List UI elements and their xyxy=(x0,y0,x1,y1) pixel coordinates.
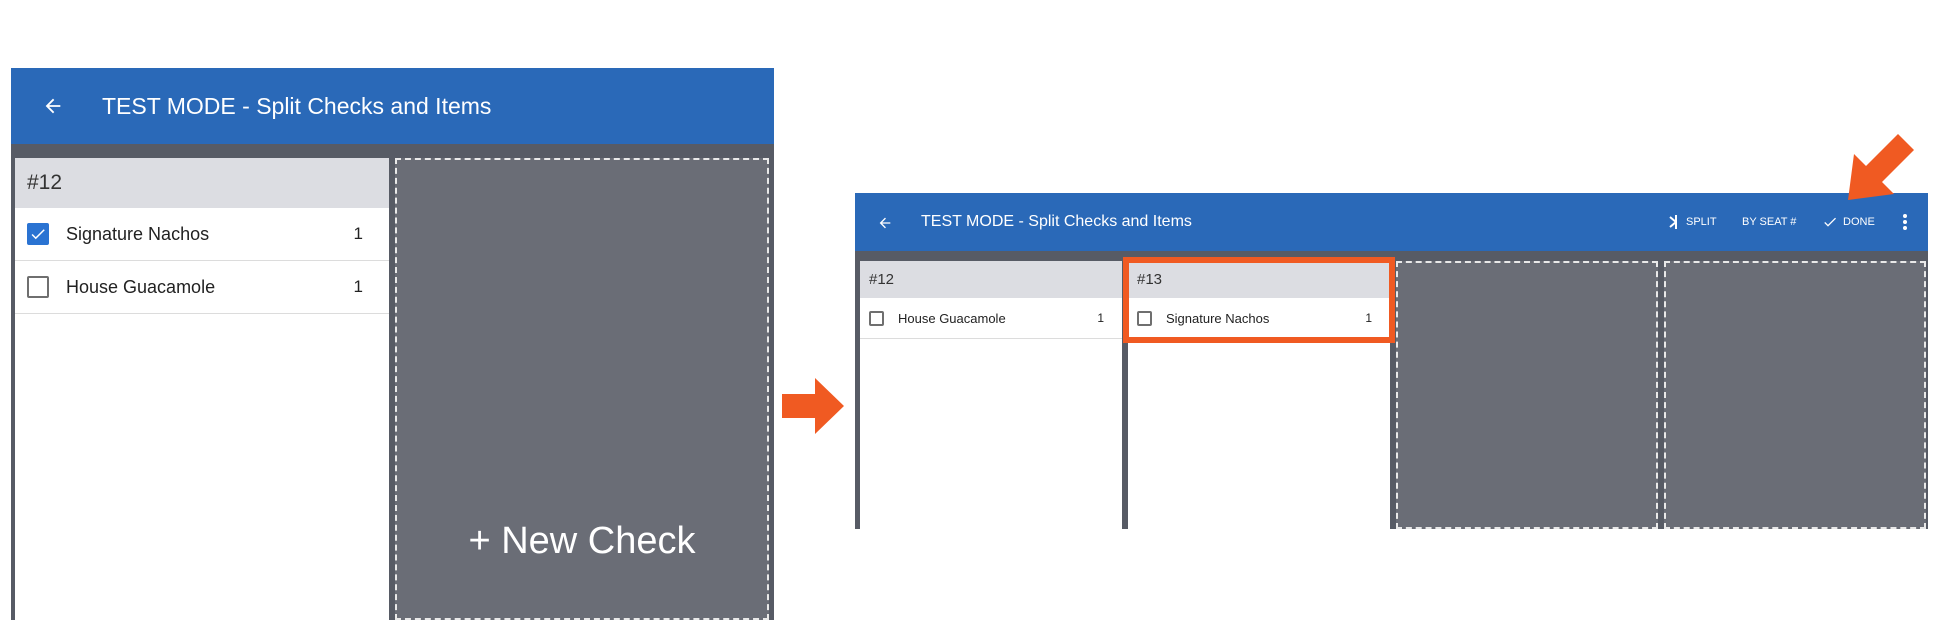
check-item[interactable]: House Guacamole 1 xyxy=(860,298,1122,339)
check-item[interactable]: Signature Nachos 1 xyxy=(1128,298,1390,339)
item-name: House Guacamole xyxy=(898,310,1006,326)
page-title: TEST MODE - Split Checks and Items xyxy=(102,92,492,119)
more-options-button[interactable] xyxy=(1898,212,1912,232)
item-name: Signature Nachos xyxy=(66,223,210,244)
checkbox-unchecked[interactable] xyxy=(1137,310,1152,326)
checkbox-unchecked[interactable] xyxy=(869,310,884,326)
new-check-drop-zone[interactable]: + New Check xyxy=(395,158,769,620)
arrow-right-icon xyxy=(782,378,844,434)
back-button[interactable] xyxy=(873,211,897,235)
app-bar: TEST MODE - Split Checks and Items SPLIT… xyxy=(855,193,1928,251)
split-icon xyxy=(1669,215,1677,229)
back-arrow-icon xyxy=(45,98,61,114)
by-seat-button[interactable]: BY SEAT # xyxy=(1742,213,1796,231)
check-column: #13 Signature Nachos 1 xyxy=(1128,261,1390,529)
item-name: House Guacamole xyxy=(66,276,216,297)
arrow-down-left-icon xyxy=(1848,134,1914,200)
highlight-box xyxy=(1123,257,1395,343)
by-seat-label: BY SEAT # xyxy=(1742,216,1797,228)
new-check-drop-zone[interactable] xyxy=(1664,261,1926,529)
split-screen-before: TEST MODE - Split Checks and Items #12 S… xyxy=(11,68,774,620)
back-button[interactable] xyxy=(37,90,69,122)
more-vert-icon xyxy=(1903,214,1907,230)
checkbox-checked[interactable] xyxy=(27,223,49,245)
check-number: #12 xyxy=(15,158,389,208)
check-item[interactable]: House Guacamole 1 xyxy=(15,261,389,314)
check-column: #12 Signature Nachos 1 House Guacamole 1 xyxy=(15,158,389,620)
check-column: #12 House Guacamole 1 xyxy=(860,261,1122,529)
item-name: Signature Nachos xyxy=(1166,310,1270,326)
item-quantity: 1 xyxy=(1365,311,1372,325)
item-quantity: 1 xyxy=(353,224,363,243)
new-check-drop-zone[interactable] xyxy=(1396,261,1658,529)
item-quantity: 1 xyxy=(353,277,363,296)
check-item[interactable]: Signature Nachos 1 xyxy=(15,208,389,261)
item-quantity: 1 xyxy=(1097,311,1104,325)
split-screen-after: TEST MODE - Split Checks and Items SPLIT… xyxy=(855,193,1928,529)
done-label: DONE xyxy=(1843,216,1875,228)
done-button[interactable]: DONE xyxy=(1820,213,1875,231)
check-number: #13 xyxy=(1128,261,1390,298)
check-mark-icon xyxy=(1824,217,1836,227)
split-button[interactable]: SPLIT xyxy=(1667,213,1717,231)
page-title: TEST MODE - Split Checks and Items xyxy=(921,213,1192,230)
app-bar: TEST MODE - Split Checks and Items xyxy=(11,68,774,144)
checks-area: #12 Signature Nachos 1 House Guacamole 1… xyxy=(11,144,774,620)
back-arrow-icon xyxy=(879,217,891,229)
new-check-label: + New Check xyxy=(468,520,696,562)
checkbox-unchecked[interactable] xyxy=(27,276,49,298)
split-label: SPLIT xyxy=(1686,216,1717,228)
check-mark-icon xyxy=(31,229,45,240)
check-number: #12 xyxy=(860,261,1122,298)
